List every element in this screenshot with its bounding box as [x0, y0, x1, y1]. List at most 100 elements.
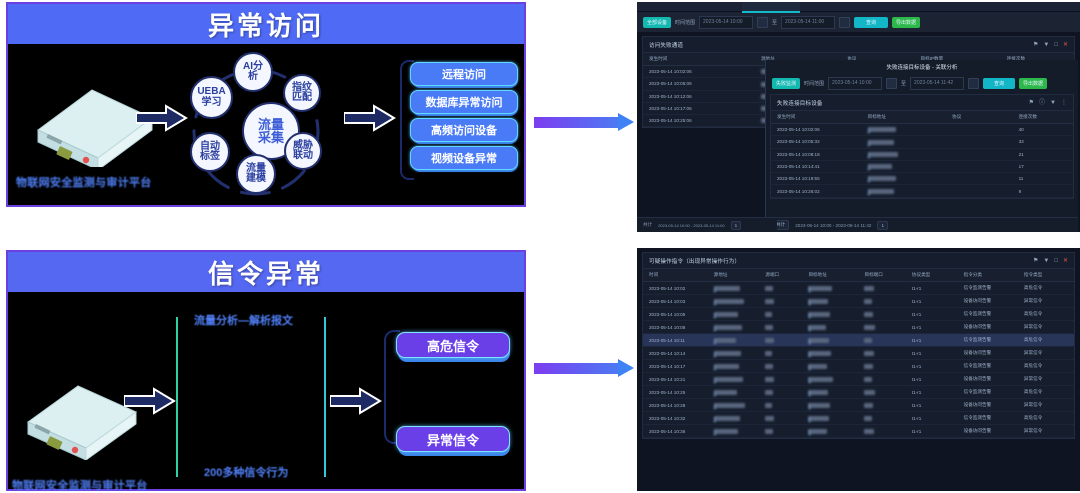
modal-export-button[interactable]: 导出数据: [1019, 77, 1048, 89]
cell-src-port: x: [759, 333, 803, 347]
cell-cmd-type: 异常信令: [1017, 372, 1074, 386]
cell-src-port: x: [759, 385, 803, 399]
arrow-tip: [618, 113, 634, 131]
modal-time-to[interactable]: 2023-05-14 11:42: [910, 76, 965, 90]
close-icon[interactable]: ✕: [1062, 41, 1068, 48]
calendar-icon[interactable]: [757, 16, 769, 28]
tag-icon[interactable]: ⚑: [1033, 257, 1039, 264]
tag-icon[interactable]: ⚑: [1028, 99, 1035, 106]
maximize-icon[interactable]: □: [1054, 41, 1058, 48]
cell-src-port: x: [759, 320, 803, 334]
card-header: 可疑操作指令（出现异常操作行为） ⚑ ▼ □ ✕: [643, 253, 1074, 269]
cell-time: 2023-05-14 10:05:32: [771, 135, 862, 149]
cell-dst-port: x: [858, 333, 906, 347]
col-dst-addr: 目标地址: [802, 269, 859, 282]
time-to-input[interactable]: 2023-05-14 11:00: [781, 15, 836, 29]
table-row[interactable]: 2023-05-14 10:26:02 x 9: [771, 184, 1073, 198]
cell-target: x: [861, 160, 947, 174]
list-item[interactable]: 高频访问设备: [410, 118, 520, 144]
modal-query-button[interactable]: 查询: [983, 77, 1016, 89]
table-row[interactable]: 2023-05-14 10:05:32 x 33: [771, 135, 1073, 149]
time-from-input[interactable]: 2023-05-14 10:00: [699, 15, 754, 29]
result-abnormal-signal[interactable]: 异常信令: [396, 426, 510, 452]
list-item[interactable]: 视频设备异常: [410, 146, 520, 172]
tag-icon[interactable]: ⚑: [1033, 41, 1039, 48]
info-icon[interactable]: ⓘ: [1039, 99, 1046, 106]
cell-dst-port: x: [858, 385, 906, 399]
cell-count: 9: [1012, 184, 1073, 198]
more-icon[interactable]: ⋮: [1061, 99, 1067, 106]
close-icon[interactable]: ✕: [1062, 257, 1068, 264]
modal-time-from[interactable]: 2023-05-14 10:00: [828, 76, 883, 90]
cell-target: x: [861, 148, 947, 161]
device-label: 物联网安全监测与审计平台: [16, 177, 152, 189]
result-video-device-abnormal[interactable]: 视频设备异常: [410, 146, 518, 170]
modal-scope-select[interactable]: 失败监测: [772, 77, 801, 89]
filter-icon[interactable]: ▼: [1043, 257, 1050, 264]
table-row[interactable]: 2023-05-14 10:08:18 x 21: [771, 148, 1073, 161]
connector-arrow-top: [534, 113, 636, 131]
cell-dst-addr: x: [802, 333, 859, 347]
filter-icon[interactable]: ▼: [1050, 99, 1056, 106]
table-row[interactable]: 2023-05-14 10:19:55 x 11: [771, 172, 1073, 186]
modal-page-indicator[interactable]: 1: [877, 220, 889, 230]
cell-time: 2023-05-14 10:14: [643, 346, 708, 360]
table-row[interactable]: 2023-05-14 10:02:06 x 40: [771, 123, 1073, 137]
cell-target: x: [861, 135, 947, 149]
modal-card-header: 失败连接目标设备 ⚑ ⓘ ▼ ⋮: [771, 95, 1073, 111]
list-item[interactable]: 异常信令: [396, 426, 516, 456]
cell-dst-addr: x: [802, 385, 859, 399]
capability-cluster: 流量 采集 AI分 析 指纹 匹配 UEBA 学习 威胁 联动: [180, 52, 380, 204]
cell-protocol: [946, 160, 1013, 174]
list-item[interactable]: 高危信令: [396, 332, 516, 362]
result-high-risk-signal[interactable]: 高危信令: [396, 332, 510, 358]
result-remote-access[interactable]: 远程访问: [410, 62, 518, 86]
clock-icon[interactable]: [968, 77, 980, 89]
cell-dst-port: x: [858, 320, 906, 334]
cell-time: 2023-05-14 10:12:06: [643, 90, 756, 103]
table-row[interactable]: 2023-05-14 10:14:41 x 17: [771, 160, 1073, 174]
clock-icon[interactable]: [839, 16, 851, 28]
list-item[interactable]: 远程访问: [410, 62, 520, 88]
calendar-icon[interactable]: [886, 77, 898, 89]
flow-arrow-icon: [344, 104, 396, 132]
tab-active[interactable]: [742, 2, 800, 13]
node-traffic-collection-l2: 采集: [257, 130, 284, 145]
col-cmd-category: 指令分类: [957, 269, 1018, 282]
filter-icon[interactable]: ▼: [1043, 41, 1050, 48]
cell-dst-port: x: [858, 294, 906, 308]
export-button[interactable]: 导出数据: [892, 16, 921, 28]
cell-time: 2023-05-14 10:05: [643, 307, 708, 321]
scope-select[interactable]: 全部设备: [643, 16, 672, 28]
cell-src-addr: x: [707, 385, 760, 399]
result-high-frequency-device[interactable]: 高频访问设备: [410, 118, 518, 142]
list-item[interactable]: 数据库异常访问: [410, 90, 520, 116]
page-indicator[interactable]: 1: [730, 220, 742, 230]
cell-cmd-category: 信令监测告警: [957, 411, 1018, 425]
cell-dst-port: x: [858, 372, 906, 386]
node-ueba-learning-l2: 学习: [201, 96, 222, 108]
cell-time: 2023-05-14 10:25:06: [643, 114, 756, 128]
cell-src-addr: x: [707, 294, 760, 308]
cell-dst-addr: x: [802, 281, 859, 295]
arrow-bar: [534, 363, 620, 374]
cell-dst-port: x: [858, 359, 906, 373]
result-brace: [400, 60, 414, 180]
maximize-icon[interactable]: □: [1054, 257, 1058, 264]
cell-dst-addr: x: [802, 307, 859, 321]
cell-src-port: x: [759, 424, 803, 438]
query-button[interactable]: 查询: [854, 16, 889, 28]
result-db-abnormal-access[interactable]: 数据库异常访问: [410, 90, 518, 114]
